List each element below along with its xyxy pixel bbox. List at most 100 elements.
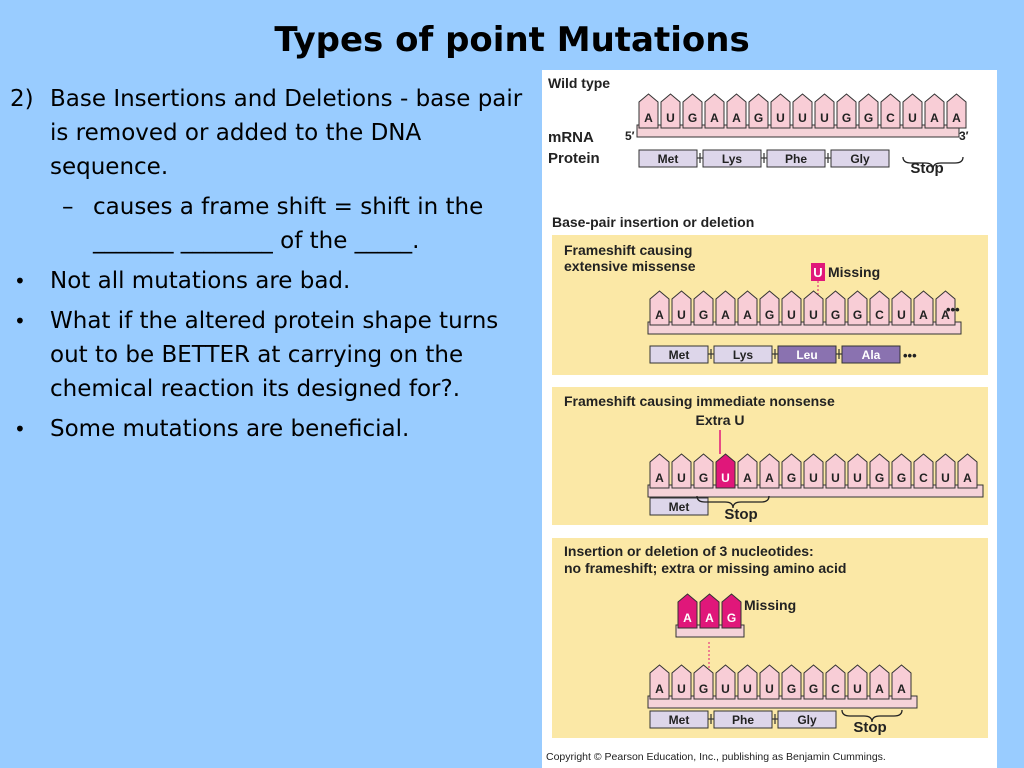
panel3-missing-label: Missing xyxy=(744,597,796,613)
missing-base-letter: A xyxy=(705,611,714,625)
amino-acid-box xyxy=(649,497,709,516)
base-letter: G xyxy=(754,111,763,125)
section-heading: Base-pair insertion or deletion xyxy=(552,214,754,230)
base-tooth xyxy=(770,93,791,129)
mrna-label: mRNA xyxy=(548,129,594,146)
base-letter: G xyxy=(842,111,851,125)
base-letter: A xyxy=(644,111,653,125)
slide-title: Types of point Mutations xyxy=(274,20,750,60)
missing-base-tooth xyxy=(721,593,742,629)
base-tooth xyxy=(792,93,813,129)
base-tooth xyxy=(781,290,802,326)
copyright-text: Copyright © Pearson Education, Inc., pub… xyxy=(546,751,886,763)
five-prime-label: 5′ xyxy=(625,129,635,143)
base-letter: U xyxy=(941,471,950,485)
base-tooth xyxy=(759,453,780,489)
base-tooth xyxy=(671,453,692,489)
base-letter: U xyxy=(721,471,730,485)
base-tooth xyxy=(671,290,692,326)
bullet-text: Some mutations are beneficial. xyxy=(50,416,410,442)
base-letter: U xyxy=(853,471,862,485)
amino-acid-label: Phe xyxy=(785,152,807,166)
base-tooth xyxy=(913,290,934,326)
three-prime-label: 3′ xyxy=(959,129,969,143)
missing-base-tooth xyxy=(699,593,720,629)
base-letter: G xyxy=(853,308,862,322)
amino-acid-label: Lys xyxy=(722,152,743,166)
stop-label: Stop xyxy=(910,160,943,177)
panel1-title-line1: Frameshift causing xyxy=(564,242,692,258)
base-letter: A xyxy=(655,471,664,485)
base-tooth xyxy=(935,453,956,489)
base-letter: A xyxy=(963,471,972,485)
wild-type-protein: Met Lys Phe Gly xyxy=(638,149,890,168)
base-letter: G xyxy=(864,111,873,125)
base-letter: U xyxy=(743,682,752,696)
base-letter: U xyxy=(677,682,686,696)
base-letter: A xyxy=(732,111,741,125)
base-tooth xyxy=(836,93,857,129)
base-letter: U xyxy=(765,682,774,696)
base-tooth xyxy=(847,290,868,326)
bullet-text: Not all mutations are bad. xyxy=(50,268,351,294)
panel3-stop-label: Stop xyxy=(853,719,886,736)
base-letter: A xyxy=(919,308,928,322)
base-letter: G xyxy=(699,308,708,322)
base-tooth xyxy=(759,664,780,700)
base-tooth xyxy=(660,93,681,129)
base-tooth xyxy=(704,93,725,129)
base-tooth xyxy=(693,290,714,326)
numbered-item: 2) Base Insertions and Deletions - base … xyxy=(10,82,530,184)
base-letter: U xyxy=(853,682,862,696)
base-tooth xyxy=(649,664,670,700)
base-tooth xyxy=(649,453,670,489)
amino-acid-label: Met xyxy=(669,348,690,362)
extra-label: Extra U xyxy=(695,412,744,428)
base-letter: A xyxy=(765,471,774,485)
base-letter: U xyxy=(897,308,906,322)
base-letter: A xyxy=(930,111,939,125)
item-text: Base Insertions and Deletions - base pai… xyxy=(50,86,523,180)
missing-base-tooth xyxy=(677,593,698,629)
protein-label: Protein xyxy=(548,150,600,167)
base-letter: A xyxy=(743,471,752,485)
base-letter: G xyxy=(897,471,906,485)
base-tooth xyxy=(803,453,824,489)
amino-acid-label: Gly xyxy=(850,152,870,166)
base-tooth xyxy=(913,453,934,489)
base-letter: A xyxy=(743,308,752,322)
base-tooth xyxy=(671,664,692,700)
base-tooth xyxy=(803,290,824,326)
panel2-protein: Met xyxy=(649,497,709,516)
base-letter: U xyxy=(721,682,730,696)
amino-acid-box xyxy=(777,710,837,729)
base-letter: U xyxy=(798,111,807,125)
base-tooth xyxy=(957,453,978,489)
base-letter: A xyxy=(655,682,664,696)
amino-acid-box xyxy=(841,345,901,364)
base-tooth xyxy=(737,453,758,489)
base-letter: U xyxy=(776,111,785,125)
base-tooth xyxy=(649,290,670,326)
base-letter: A xyxy=(952,111,961,125)
amino-acid-label: Met xyxy=(658,152,679,166)
base-tooth xyxy=(638,93,659,129)
missing-base-letter: G xyxy=(727,611,736,625)
base-letter: G xyxy=(688,111,697,125)
base-letter: G xyxy=(831,308,840,322)
base-tooth xyxy=(935,290,956,326)
base-tooth xyxy=(737,664,758,700)
amino-acid-label: Met xyxy=(669,713,690,727)
panel1-title-line2: extensive missense xyxy=(564,258,696,274)
base-letter: U xyxy=(787,308,796,322)
missing-label: Missing xyxy=(828,264,880,280)
base-tooth xyxy=(869,290,890,326)
panel3-stop-brace xyxy=(841,709,903,723)
base-tooth xyxy=(781,664,802,700)
base-letter: A xyxy=(710,111,719,125)
